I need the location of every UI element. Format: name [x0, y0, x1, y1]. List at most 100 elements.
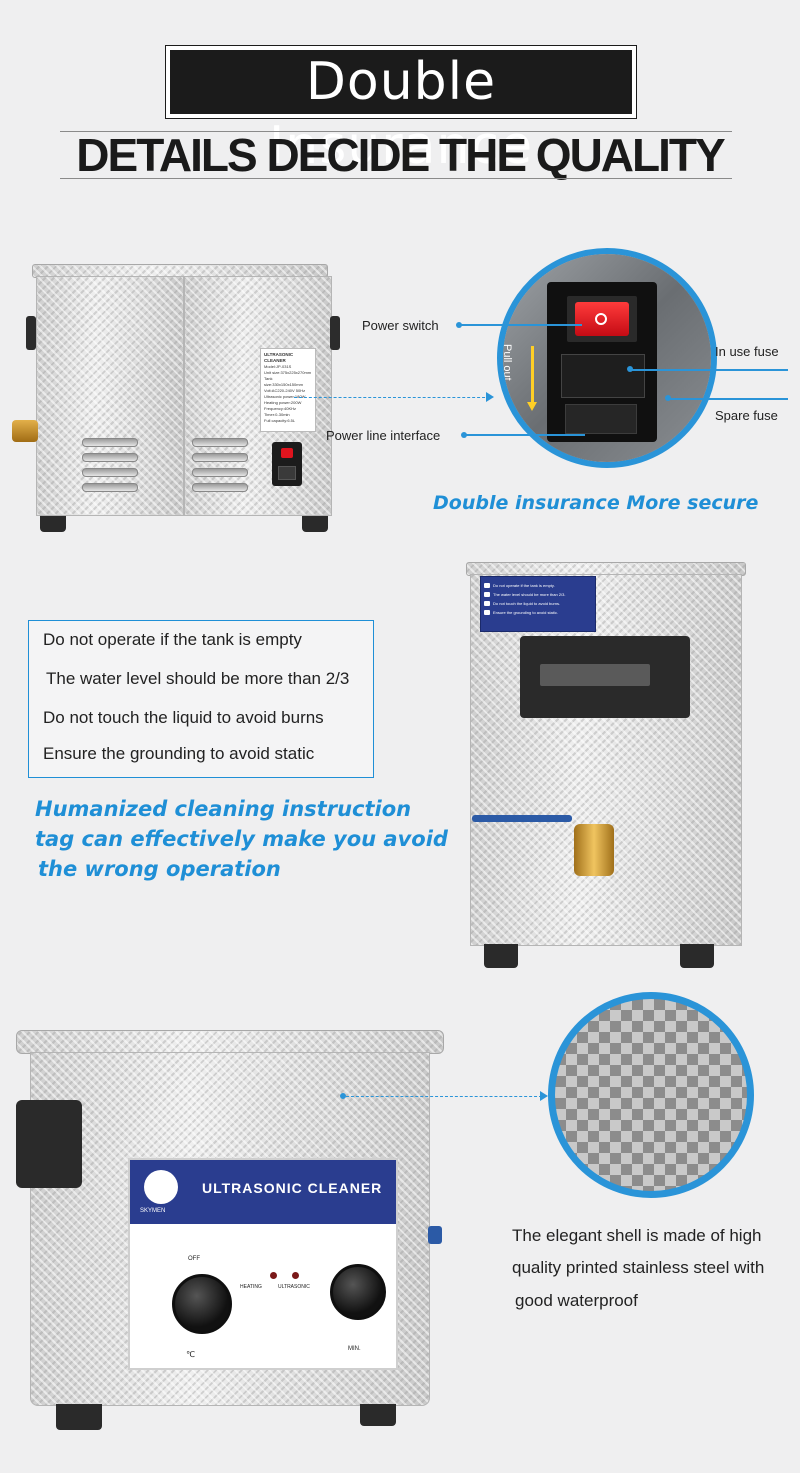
description-line: The elegant shell is made of high — [512, 1226, 762, 1245]
power-switch-icon — [281, 448, 293, 458]
temp-unit-label: ℃ — [186, 1350, 195, 1359]
callout-power-switch: Power switch — [362, 318, 439, 333]
tag-line: Do not touch the liquid to avoid burns. — [481, 599, 595, 608]
section2-caption-line: tag can effectively make you avoid — [35, 827, 448, 851]
control-panel: SKYMEN ULTRASONIC CLEANER OFF ℃ HEATING … — [128, 1158, 398, 1370]
valve-lever — [472, 815, 572, 822]
spec-label-card: ULTRASONIC CLEANER Model:JP-031S Unit si… — [260, 348, 316, 432]
cleaner-side-view: Do not operate if the tank is empty. The… — [466, 562, 754, 970]
cleaner-lid — [466, 562, 746, 576]
temp-off-label: OFF — [188, 1256, 200, 1262]
cleaner-foot — [484, 944, 518, 968]
timer-unit-label: MIN. — [348, 1346, 361, 1352]
tag-line: Do not operate if the tank is empty. — [481, 581, 595, 590]
cleaner-foot — [302, 516, 328, 532]
iec-inlet — [565, 404, 637, 434]
spec-line: Ultrasonic power:180W — [264, 394, 306, 399]
carry-handle — [520, 636, 690, 718]
callout-line — [460, 324, 582, 326]
arrow-right-icon — [540, 1091, 548, 1101]
brand-name: SKYMEN — [140, 1208, 166, 1214]
steel-texture-zoom — [548, 992, 754, 1198]
heating-indicator-icon — [270, 1272, 277, 1279]
spec-line: Volt:AC220-240V 50Hz — [264, 388, 306, 393]
callout-dot — [456, 322, 462, 328]
cleaner-foot — [680, 944, 714, 968]
spec-line: Heating power:200W — [264, 400, 302, 405]
callout-power-line-interface: Power line interface — [326, 428, 441, 443]
spec-label-heading: ULTRASONIC CLEANER — [264, 352, 294, 363]
fuse-zoom-circle: Pull out — [497, 248, 717, 468]
red-rocker-switch — [575, 302, 629, 336]
cleaner-body-left — [36, 276, 184, 516]
callout-dot — [340, 1093, 346, 1099]
cleaner-foot — [360, 1404, 396, 1426]
drain-valve-icon — [12, 420, 38, 442]
arrow-right-icon — [486, 392, 494, 402]
description-line: good waterproof — [515, 1291, 638, 1310]
zoom-connector-line — [346, 1096, 542, 1097]
callout-in-use-fuse: In use fuse — [715, 344, 779, 359]
vent-slot — [192, 483, 248, 492]
panel-title: ULTRASONIC CLEANER — [202, 1180, 383, 1196]
spec-line: Tank size:330x150x150mm — [264, 376, 303, 387]
vent-slot — [82, 453, 138, 462]
side-handle — [16, 1100, 82, 1188]
warning-item: Ensure the grounding to avoid static — [43, 744, 315, 763]
section2-caption-line: the wrong operation — [38, 857, 281, 881]
side-handle-left — [26, 316, 36, 350]
vent-slot — [192, 468, 248, 477]
title-rule-bottom — [60, 178, 732, 179]
timer-knob[interactable] — [330, 1264, 386, 1320]
spec-line: Full capacity:6.5L — [264, 418, 296, 423]
callout-line — [630, 369, 788, 371]
power-module — [547, 282, 657, 442]
ultrasonic-label: ULTRASONIC — [278, 1284, 310, 1290]
ultrasonic-indicator-icon — [292, 1272, 299, 1279]
spec-line: Model:JP-031S — [264, 364, 292, 369]
panel-header: SKYMEN ULTRASONIC CLEANER — [130, 1160, 396, 1224]
switch-off-symbol-icon — [595, 313, 607, 325]
temperature-knob[interactable] — [172, 1274, 232, 1334]
pull-out-label: Pull out — [501, 344, 513, 381]
spec-line: Unit size:375x225x270mm — [264, 370, 312, 375]
callout-spare-fuse: Spare fuse — [715, 408, 778, 423]
cleaner-foot — [56, 1404, 102, 1430]
pull-out-arrow-icon — [531, 346, 534, 406]
drain-valve-icon — [574, 824, 614, 876]
instruction-tag: Do not operate if the tank is empty. The… — [480, 576, 596, 632]
power-socket — [272, 442, 302, 486]
callout-dot — [627, 366, 633, 372]
callout-dot — [461, 432, 467, 438]
vent-slot — [82, 438, 138, 447]
valve-lever — [428, 1226, 442, 1244]
brand-logo-icon — [144, 1170, 178, 1204]
arrow-down-icon — [527, 402, 537, 411]
fuse-drawer — [561, 354, 645, 398]
warning-list-box: Do not operate if the tank is empty The … — [28, 620, 374, 778]
tag-line: The water level should be more than 2/3. — [481, 590, 595, 599]
cleaner-rear-view: ULTRASONIC CLEANER Model:JP-031S Unit si… — [12, 262, 340, 534]
vent-slot — [192, 438, 248, 447]
handle-grip — [540, 664, 650, 686]
cleaner-front-view: SKYMEN ULTRASONIC CLEANER OFF ℃ HEATING … — [10, 1030, 450, 1442]
zoom-connector-line — [294, 397, 490, 398]
tag-line: Ensure the grounding to avoid static. — [481, 608, 595, 617]
section2-caption-line: Humanized cleaning instruction — [35, 797, 412, 821]
warning-item: The water level should be more than 2/3 — [46, 669, 350, 688]
warning-item: Do not operate if the tank is empty — [43, 630, 302, 649]
callout-line — [465, 434, 585, 436]
page-subtitle: DETAILS DECIDE THE QUALITY — [76, 129, 725, 181]
spec-line: Timer:0-30min — [264, 412, 290, 417]
vent-slot — [82, 468, 138, 477]
iec-inlet-icon — [278, 466, 296, 480]
vent-slot — [192, 453, 248, 462]
spec-line: Frequency:40KHz — [264, 406, 297, 411]
callout-line — [668, 398, 788, 400]
heating-label: HEATING — [240, 1284, 262, 1290]
warning-item: Do not touch the liquid to avoid burns — [43, 708, 324, 727]
section1-caption: Double insurance More secure — [433, 492, 759, 514]
cleaner-lid — [16, 1030, 444, 1054]
switch-housing — [567, 296, 637, 342]
description-line: quality printed stainless steel with — [512, 1258, 765, 1277]
